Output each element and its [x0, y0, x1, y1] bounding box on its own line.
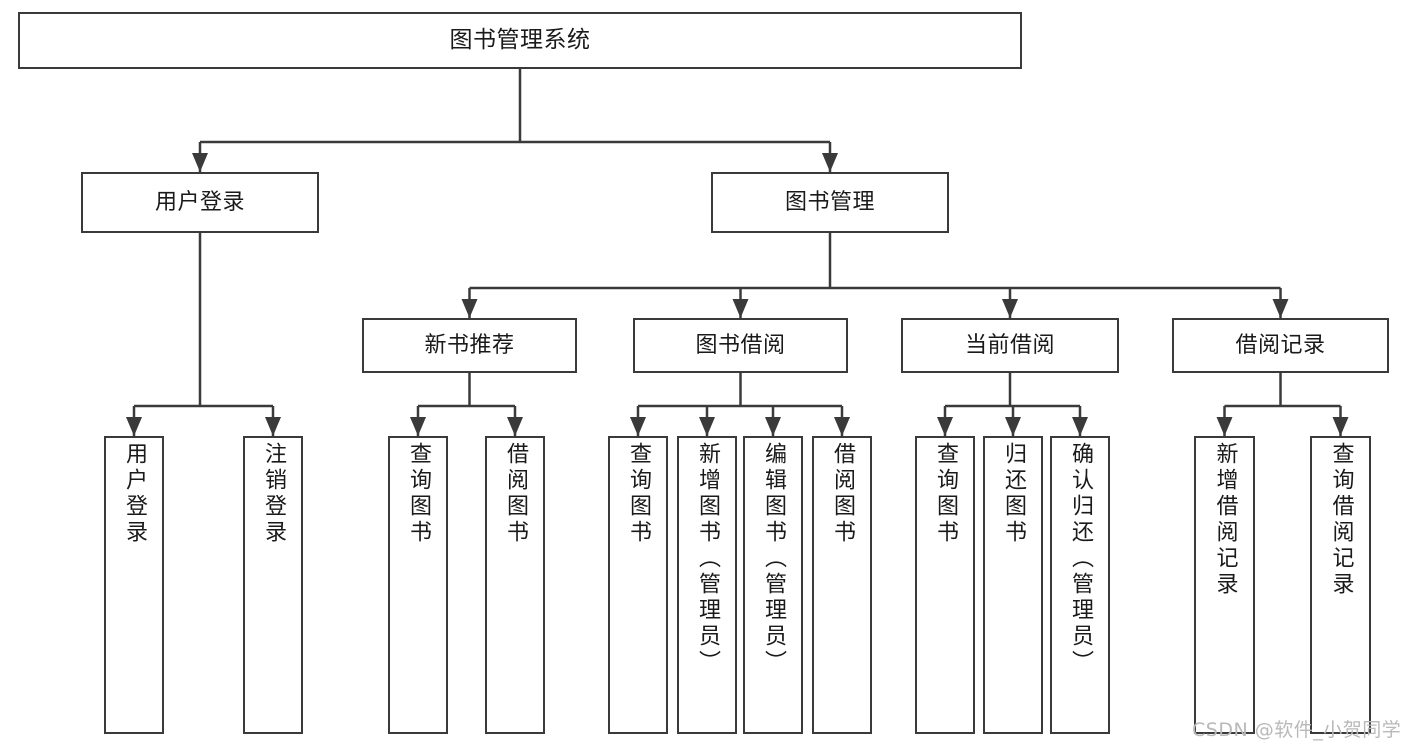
node-label: 新增图书（管理员）	[695, 442, 720, 676]
node-book-borrow[interactable]: 图书借阅	[633, 318, 848, 373]
arrowhead-icon	[410, 417, 426, 436]
node-root-system[interactable]: 图书管理系统	[18, 12, 1022, 69]
node-label: 归还图书	[1001, 442, 1026, 546]
node-label: 图书管理系统	[449, 26, 591, 53]
arrowhead-icon	[1072, 417, 1088, 436]
arrowhead-icon	[1216, 417, 1233, 436]
node-label: 图书管理	[784, 189, 875, 215]
arrowhead-icon	[507, 417, 523, 436]
node-label: 用户登录	[122, 442, 147, 546]
node-leaf-query-book-2[interactable]: 查询图书	[608, 436, 668, 734]
arrowhead-icon	[461, 299, 478, 318]
node-label: 查询图书	[406, 442, 431, 546]
arrowhead-icon	[834, 417, 850, 436]
arrowhead-icon	[732, 299, 749, 318]
node-label: 新增借阅记录	[1212, 442, 1238, 598]
node-label: 借阅记录	[1235, 332, 1326, 358]
arrowhead-icon	[126, 417, 142, 436]
arrowhead-icon	[265, 417, 281, 436]
arrowhead-icon	[192, 153, 208, 172]
arrowhead-icon	[1005, 417, 1021, 436]
node-leaf-return-book[interactable]: 归还图书	[983, 436, 1043, 734]
node-leaf-add-book[interactable]: 新增图书（管理员）	[677, 436, 737, 734]
arrowhead-icon	[937, 417, 953, 436]
node-new-book-recommend[interactable]: 新书推荐	[362, 318, 577, 373]
node-leaf-query-book-3[interactable]: 查询图书	[915, 436, 975, 734]
node-label: 新书推荐	[424, 332, 515, 358]
node-leaf-borrow-book-2[interactable]: 借阅图书	[812, 436, 872, 734]
node-leaf-query-record[interactable]: 查询借阅记录	[1310, 436, 1371, 734]
arrowhead-icon	[630, 417, 646, 436]
node-borrow-record[interactable]: 借阅记录	[1172, 318, 1389, 373]
node-leaf-confirm-return[interactable]: 确认归还（管理员）	[1050, 436, 1110, 734]
node-leaf-borrow-book-1[interactable]: 借阅图书	[485, 436, 545, 734]
node-label: 借阅图书	[503, 442, 528, 546]
node-leaf-user-login[interactable]: 用户登录	[104, 436, 164, 734]
node-label: 注销登录	[261, 442, 286, 546]
node-label: 图书借阅	[695, 332, 786, 358]
node-leaf-query-book-1[interactable]: 查询图书	[388, 436, 448, 734]
watermark-text: CSDN @软件_小贺同学	[1192, 719, 1402, 741]
node-label: 借阅图书	[830, 442, 855, 546]
node-label: 查询图书	[933, 442, 958, 546]
node-label: 查询借阅记录	[1328, 442, 1354, 598]
node-label: 确认归还（管理员）	[1068, 442, 1093, 676]
arrowhead-icon	[1332, 417, 1349, 436]
arrowhead-icon	[699, 417, 715, 436]
node-label: 编辑图书（管理员）	[761, 442, 786, 676]
node-label: 用户登录	[154, 189, 245, 215]
node-leaf-edit-book[interactable]: 编辑图书（管理员）	[743, 436, 803, 734]
arrowhead-icon	[1272, 299, 1289, 318]
node-label: 查询图书	[626, 442, 651, 546]
node-label: 当前借阅	[964, 332, 1055, 358]
node-leaf-logout[interactable]: 注销登录	[243, 436, 303, 734]
node-current-borrow[interactable]: 当前借阅	[901, 318, 1119, 373]
arrowhead-icon	[1002, 299, 1018, 318]
arrowhead-icon	[822, 153, 838, 172]
arrowhead-icon	[765, 417, 781, 436]
node-user-login[interactable]: 用户登录	[81, 172, 319, 233]
node-book-manage[interactable]: 图书管理	[711, 172, 949, 233]
node-leaf-add-record[interactable]: 新增借阅记录	[1194, 436, 1255, 734]
